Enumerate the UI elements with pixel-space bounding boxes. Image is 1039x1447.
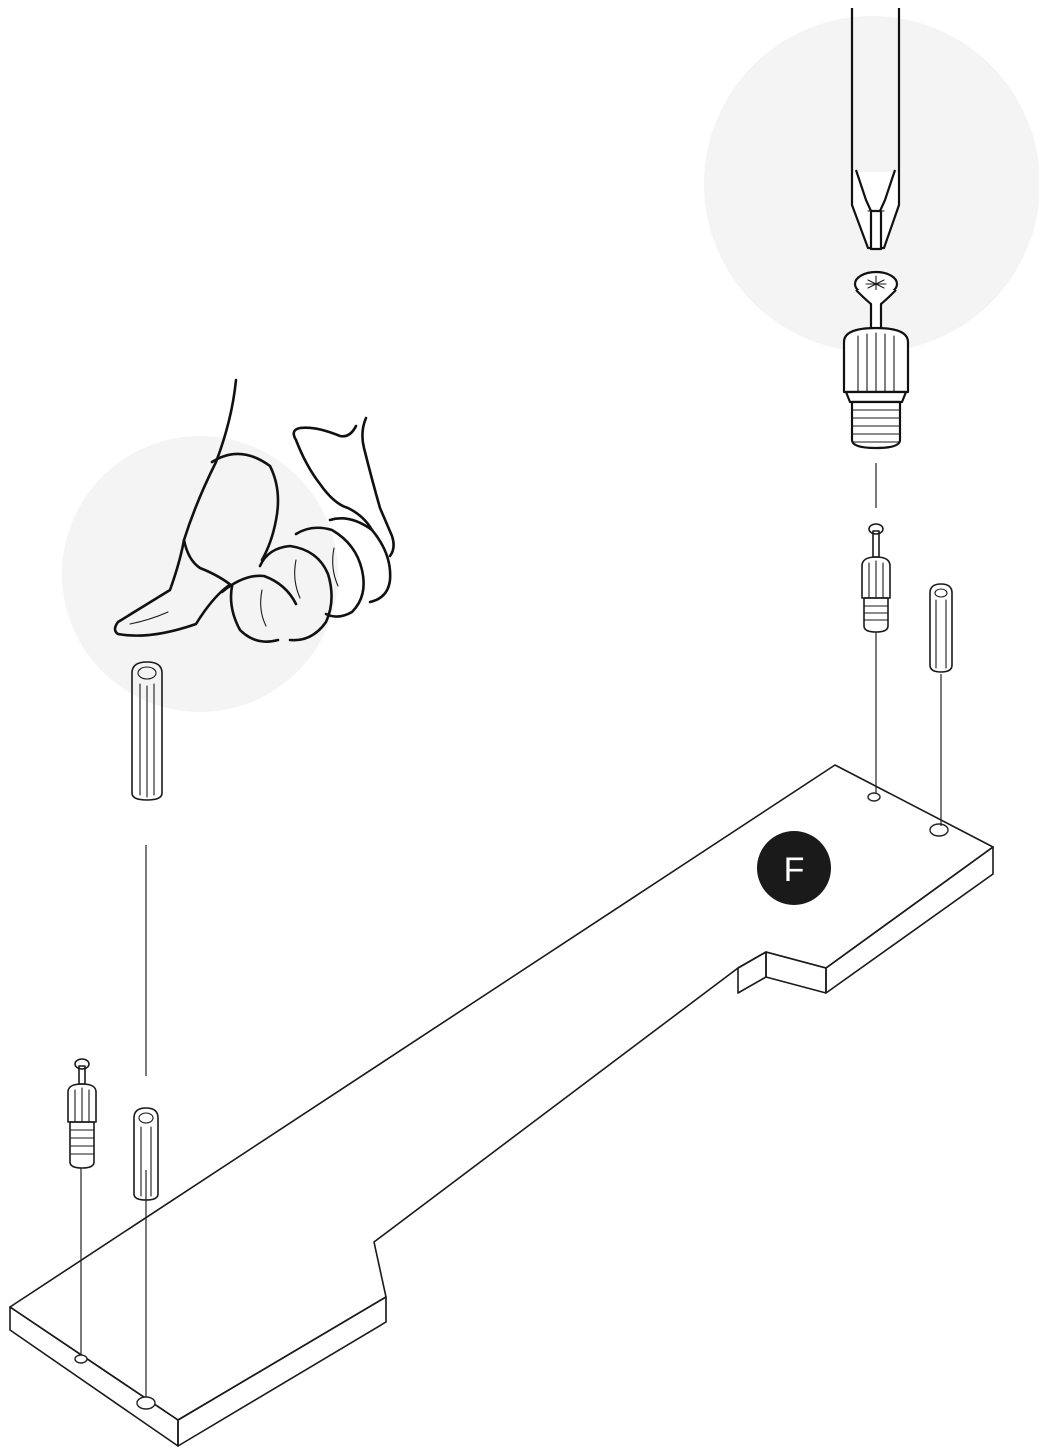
dowel-hole-front-left (74, 1354, 88, 1364)
dowel-hole-back-right (929, 823, 949, 837)
dowel-hole-back-left (867, 792, 881, 802)
screwdriver-icon (850, 8, 901, 251)
part-label-text: F (784, 851, 805, 889)
part-label-badge: F (757, 831, 831, 905)
part-label-circle (757, 831, 831, 905)
board-top-surface (9, 764, 994, 1421)
hand-press-icon (113, 378, 395, 643)
cam-bolt-large (842, 270, 910, 450)
board-panel (9, 764, 994, 1447)
dowel-hole-front-right (136, 1396, 156, 1410)
cam-bolt-back (861, 523, 891, 633)
hand-highlight-disc (62, 436, 338, 712)
wooden-dowel-front (133, 1107, 159, 1201)
wooden-dowel-large (131, 661, 163, 801)
cam-bolt-front (67, 1058, 97, 1169)
wooden-dowel-back (929, 583, 953, 673)
